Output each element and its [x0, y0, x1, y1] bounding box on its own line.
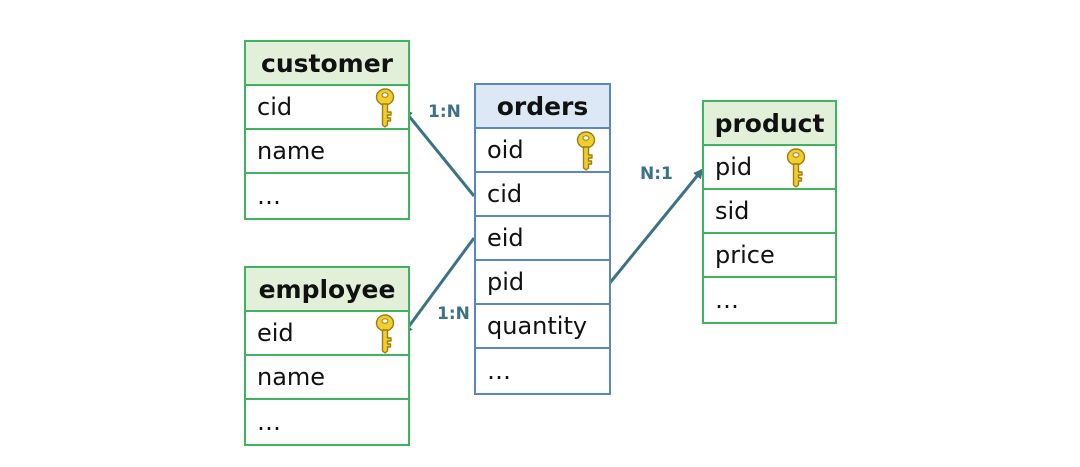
table-row-customer-cid[interactable]: cid — [246, 86, 408, 130]
table-orders[interactable]: orders oid cid eid pid quantity … — [474, 83, 611, 395]
column-name: quantity — [487, 312, 588, 340]
table-employee[interactable]: employee eid name … — [244, 266, 410, 446]
connector-orders-product — [607, 168, 704, 285]
table-row-orders-pid[interactable]: pid — [476, 261, 609, 305]
connector-orders-employee — [402, 237, 476, 335]
table-row-product-price[interactable]: price — [704, 234, 835, 278]
column-name: … — [257, 408, 281, 436]
column-name: sid — [715, 197, 750, 225]
column-name: cid — [487, 180, 523, 208]
table-row-customer-more[interactable]: … — [246, 174, 408, 218]
table-row-employee-name[interactable]: name — [246, 356, 408, 400]
column-name: pid — [715, 153, 753, 181]
table-header-product: product — [704, 102, 835, 146]
key-icon — [375, 88, 395, 128]
table-row-product-sid[interactable]: sid — [704, 190, 835, 234]
table-header-orders: orders — [476, 85, 609, 129]
key-icon — [576, 131, 596, 171]
column-name: oid — [487, 136, 524, 164]
table-customer[interactable]: customer cid name … — [244, 40, 410, 220]
table-row-employee-eid[interactable]: eid — [246, 312, 408, 356]
connector-orders-customer — [402, 108, 476, 197]
table-row-orders-eid[interactable]: eid — [476, 217, 609, 261]
table-row-product-more[interactable]: … — [704, 278, 835, 322]
column-name: name — [257, 137, 326, 165]
relation-label-customer: 1:N — [428, 102, 461, 122]
key-icon — [375, 314, 395, 354]
column-name: name — [257, 363, 326, 391]
column-name: pid — [487, 268, 525, 296]
column-name: eid — [257, 319, 294, 347]
key-icon — [786, 148, 806, 188]
column-name: eid — [487, 224, 524, 252]
table-product[interactable]: product pid sid price … — [702, 100, 837, 324]
table-row-orders-more[interactable]: … — [476, 349, 609, 393]
table-row-customer-name[interactable]: name — [246, 130, 408, 174]
table-row-orders-quantity[interactable]: quantity — [476, 305, 609, 349]
table-row-employee-more[interactable]: … — [246, 400, 408, 444]
relation-label-product: N:1 — [640, 164, 673, 184]
column-name: … — [715, 286, 739, 314]
column-name: … — [487, 357, 511, 385]
relation-label-employee: 1:N — [437, 304, 470, 324]
table-row-product-pid[interactable]: pid — [704, 146, 835, 190]
column-name: cid — [257, 93, 293, 121]
table-header-employee: employee — [246, 268, 408, 312]
column-name: price — [715, 241, 775, 269]
table-header-customer: customer — [246, 42, 408, 86]
column-name: … — [257, 182, 281, 210]
table-row-orders-oid[interactable]: oid — [476, 129, 609, 173]
table-row-orders-cid[interactable]: cid — [476, 173, 609, 217]
